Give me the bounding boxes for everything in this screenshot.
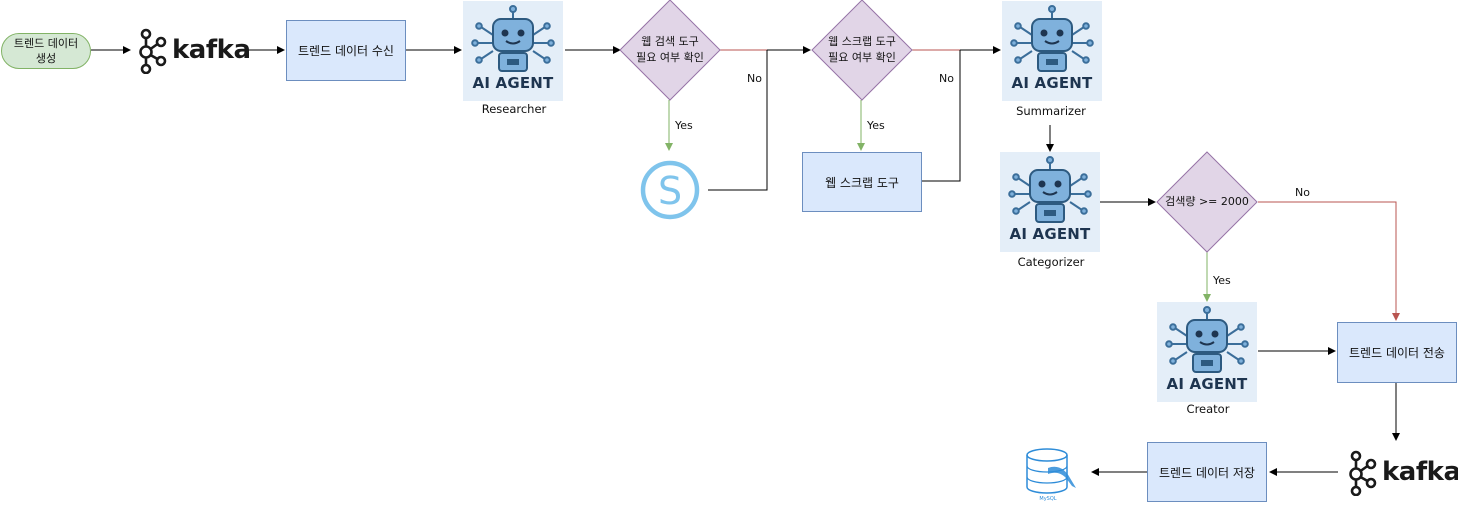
search-yes-label: Yes bbox=[675, 119, 693, 132]
volume-no-label: No bbox=[1295, 186, 1310, 199]
web-search-icon: S bbox=[640, 160, 700, 220]
researcher-agent-card: AI AGENT bbox=[463, 1, 563, 101]
agent-caption: AI AGENT bbox=[472, 74, 554, 92]
agent-caption: AI AGENT bbox=[1166, 375, 1248, 393]
kafka-wordmark: kafka bbox=[1382, 457, 1458, 487]
mysql-label: MySQL bbox=[1039, 496, 1057, 502]
researcher-label: Researcher bbox=[481, 102, 547, 116]
edge-scrapetool-summarizer bbox=[922, 50, 961, 182]
scrape-yes-label: Yes bbox=[867, 119, 885, 132]
robot-icon bbox=[471, 5, 555, 72]
kafka-logo-bottom: kafka bbox=[1346, 450, 1458, 496]
kafka-icon bbox=[1349, 450, 1377, 496]
creator-label: Creator bbox=[1186, 402, 1230, 416]
decision-scrape-shape bbox=[811, 0, 913, 101]
decision-volume-shape bbox=[1156, 151, 1258, 253]
start-node: 트렌드 데이터 생성 bbox=[1, 33, 91, 69]
scrape-no-label: No bbox=[939, 72, 954, 85]
mysql-icon bbox=[1026, 448, 1076, 494]
edge-volume-no bbox=[1258, 201, 1400, 321]
decision-search-shape bbox=[619, 0, 721, 101]
categorizer-label: Categorizer bbox=[1017, 255, 1085, 269]
summarizer-label: Summarizer bbox=[1016, 104, 1086, 118]
volume-yes-label: Yes bbox=[1213, 274, 1231, 287]
robot-icon bbox=[1010, 5, 1094, 72]
edge-searchicon-scrape bbox=[708, 50, 768, 191]
creator-agent-card: AI AGENT bbox=[1157, 302, 1257, 402]
web-scrape-tool-node: 웹 스크랩 도구 bbox=[802, 152, 922, 212]
kafka-wordmark: kafka bbox=[172, 35, 251, 65]
receive-trend-data-node: 트렌드 데이터 수신 bbox=[286, 20, 406, 81]
categorizer-agent-card: AI AGENT bbox=[1000, 152, 1100, 252]
search-no-label: No bbox=[747, 72, 762, 85]
agent-caption: AI AGENT bbox=[1011, 74, 1093, 92]
send-trend-data-node: 트렌드 데이터 전송 bbox=[1337, 322, 1457, 383]
store-trend-data-node: 트렌드 데이터 저장 bbox=[1147, 442, 1267, 502]
kafka-logo-top: kafka bbox=[136, 28, 251, 74]
robot-icon bbox=[1008, 156, 1092, 223]
svg-text:S: S bbox=[658, 169, 682, 213]
summarizer-agent-card: AI AGENT bbox=[1002, 1, 1102, 101]
robot-icon bbox=[1165, 306, 1249, 373]
agent-caption: AI AGENT bbox=[1009, 225, 1091, 243]
kafka-icon bbox=[139, 28, 167, 74]
